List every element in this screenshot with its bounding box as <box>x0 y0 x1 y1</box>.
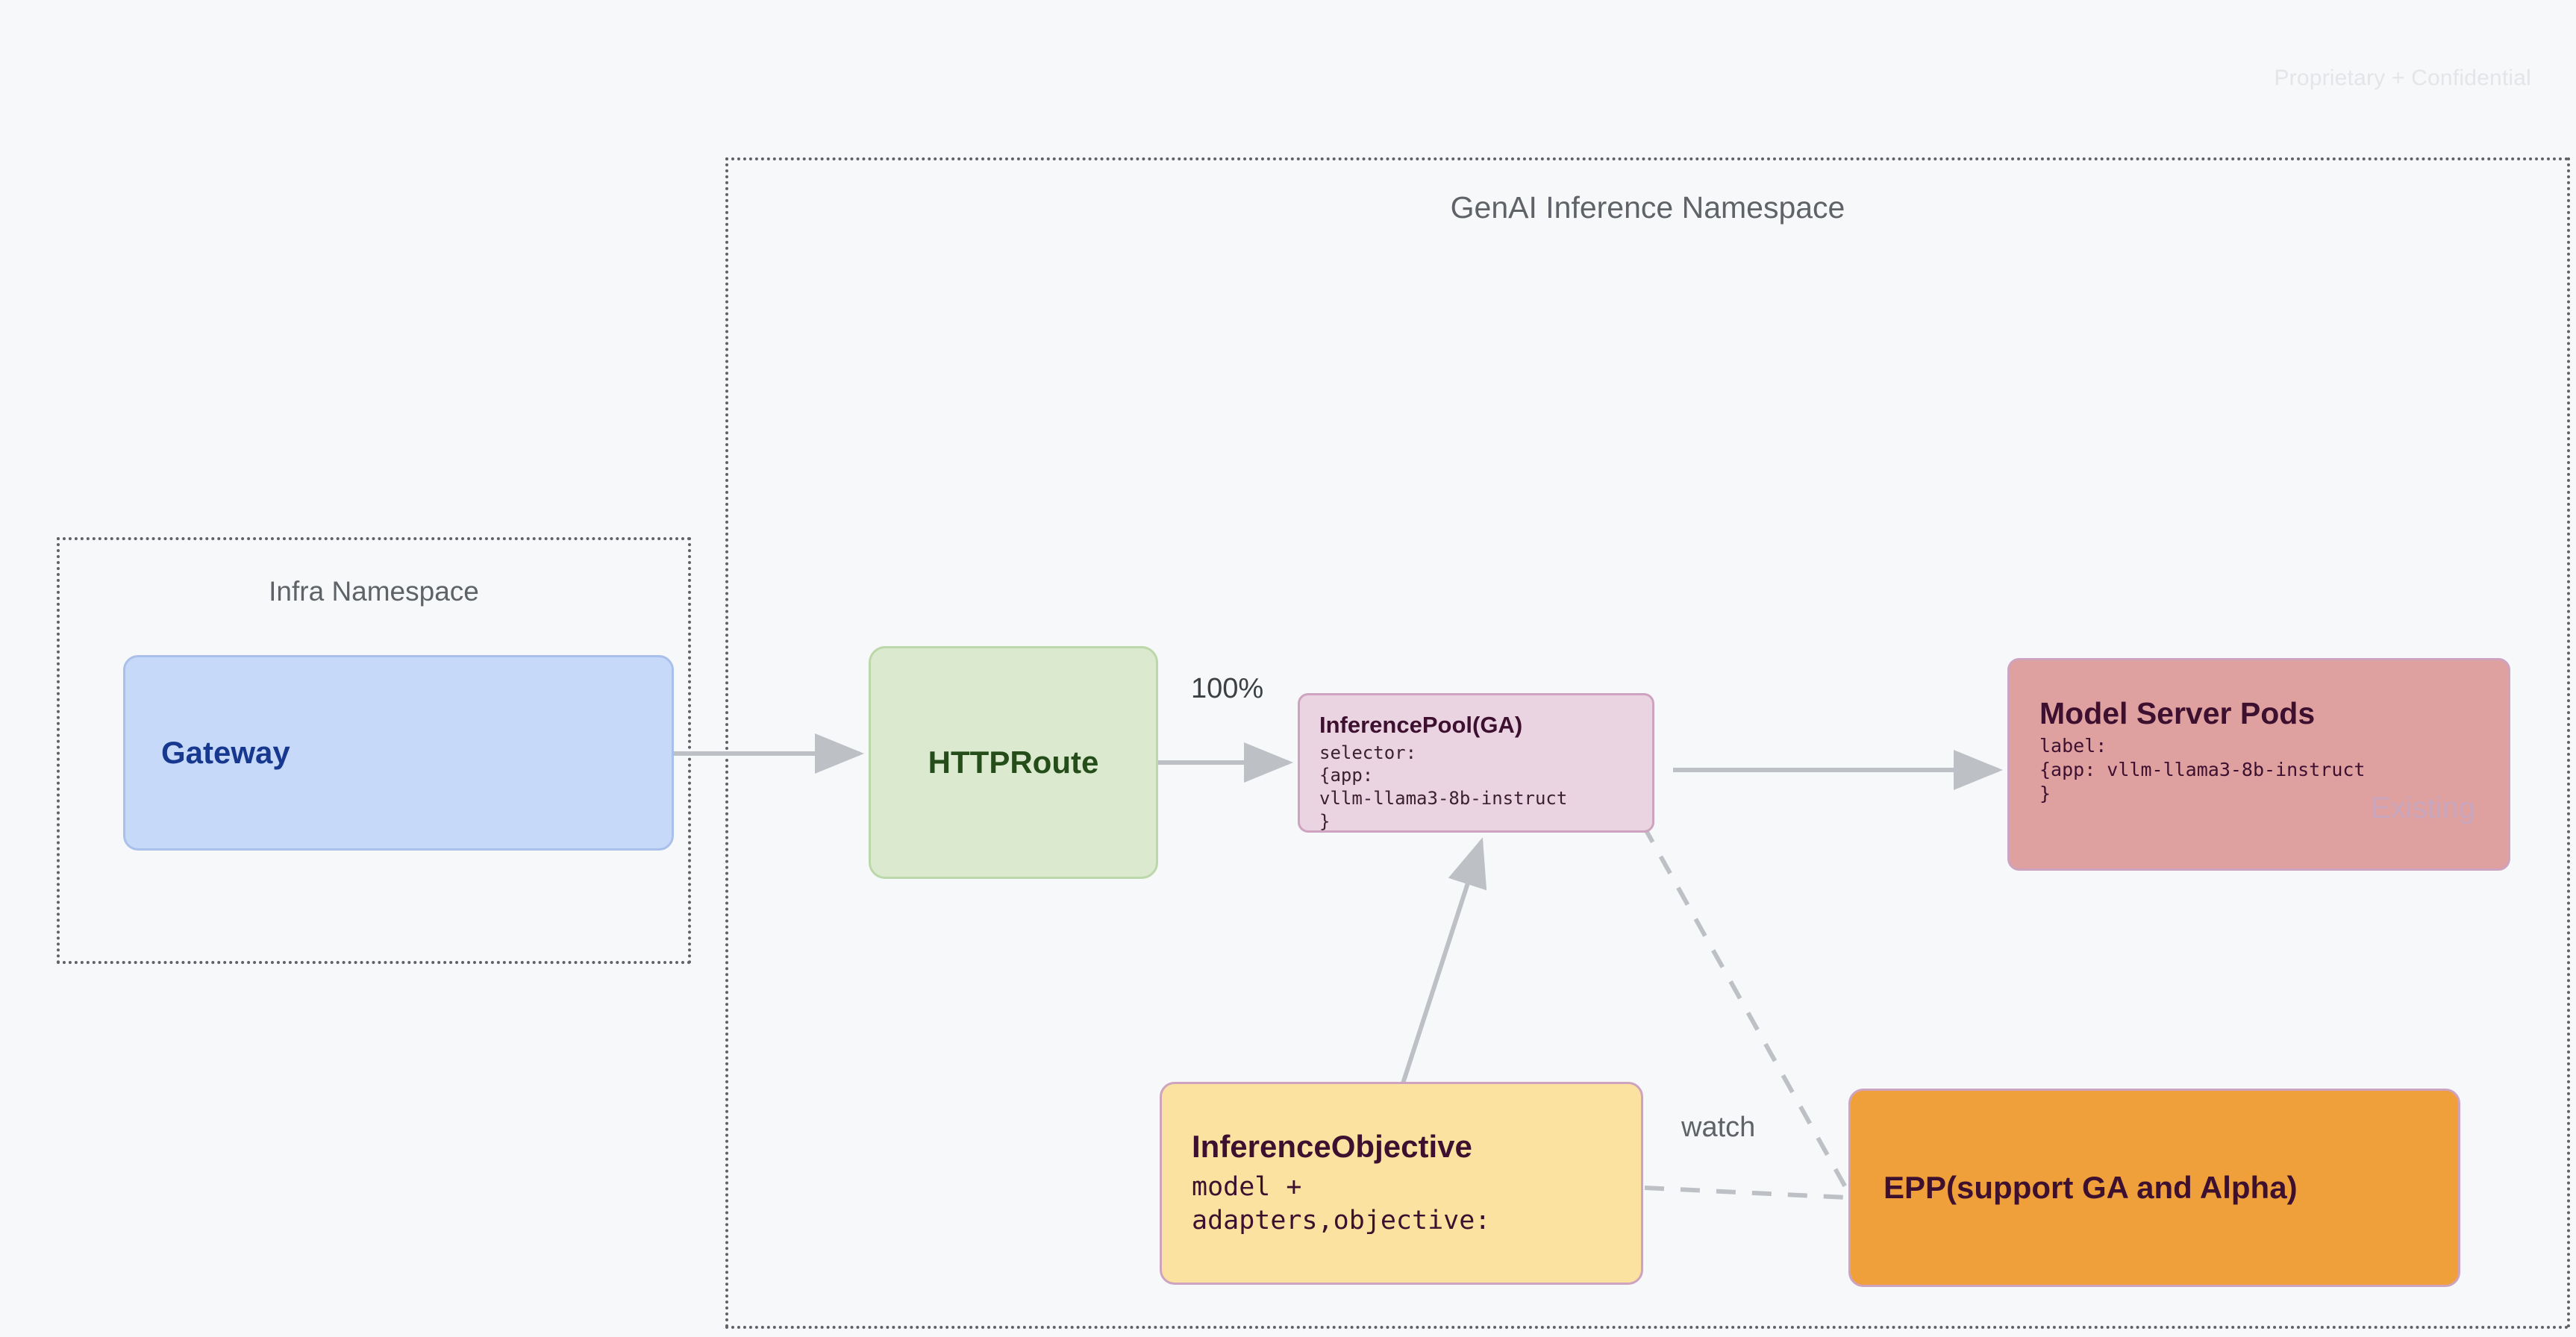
edge-label-watch: watch <box>1681 1112 1756 1143</box>
node-inferencepool[interactable]: InferencePool(GA) selector: {app: vllm-l… <box>1298 693 1654 833</box>
existing-badge: Existing <box>2370 792 2475 824</box>
namespace-genai-inference-title: GenAI Inference Namespace <box>1450 190 1845 225</box>
node-inference-objective-title: InferenceObjective <box>1192 1129 1472 1165</box>
node-inference-objective-body: model + adapters,objective: <box>1192 1172 1491 1236</box>
node-inference-objective[interactable]: InferenceObjective model + adapters,obje… <box>1160 1082 1643 1285</box>
node-gateway-title: Gateway <box>161 734 290 770</box>
namespace-infra: Infra Namespace <box>57 537 691 964</box>
node-httproute-title: HTTPRoute <box>928 744 1099 780</box>
node-inferencepool-title: InferencePool(GA) <box>1319 712 1523 738</box>
node-model-server-pods-title: Model Server Pods <box>2039 696 2316 730</box>
node-inferencepool-selector: selector: {app: vllm-llama3-8b-instruct … <box>1319 742 1568 832</box>
node-model-server-pods[interactable]: Model Server Pods label: {app: vllm-llam… <box>2007 658 2510 871</box>
namespace-infra-title: Infra Namespace <box>269 576 479 607</box>
node-model-server-pods-label: label: {app: vllm-llama3-8b-instruct } <box>2039 735 2366 805</box>
node-epp[interactable]: EPP(support GA and Alpha) <box>1848 1089 2460 1287</box>
node-gateway[interactable]: Gateway <box>123 655 674 851</box>
edge-label-weight-100: 100% <box>1191 673 1264 704</box>
node-epp-title: EPP(support GA and Alpha) <box>1883 1169 2298 1205</box>
confidential-watermark: Proprietary + Confidential <box>2274 66 2531 90</box>
namespace-genai-inference: GenAI Inference Namespace <box>725 157 2570 1329</box>
node-httproute[interactable]: HTTPRoute <box>869 646 1158 879</box>
